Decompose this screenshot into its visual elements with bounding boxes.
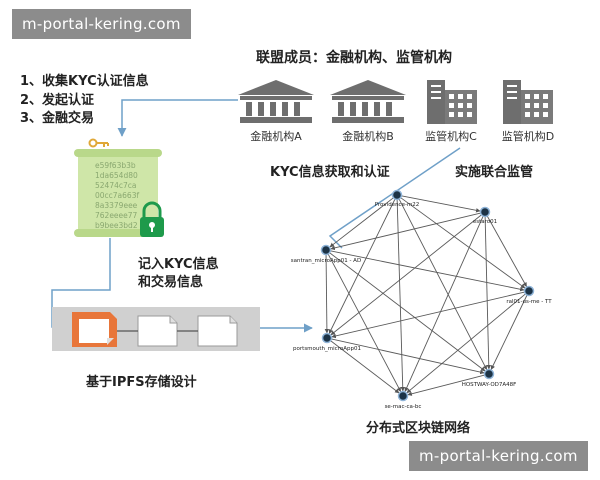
watermark-bottom: m-portal-kering.com (409, 441, 588, 471)
network-edge (330, 340, 400, 394)
network-edge (331, 338, 485, 375)
supervision-label: 实施联合监管 (455, 164, 533, 180)
scroll-hash-line: b9bee3bd2 (95, 221, 138, 230)
network-edge (398, 199, 488, 370)
node-label: HOSTWAY-OD7A48F (462, 382, 517, 388)
network-edge (400, 197, 526, 289)
network-edge (406, 293, 526, 394)
network-edge (329, 252, 486, 372)
node-dot (479, 206, 491, 218)
scroll-hash-line: 52474c7ca (95, 181, 136, 190)
node-label: estaro01 (473, 219, 497, 225)
network-node: HOSTWAY-OD7A48F (462, 368, 517, 388)
office-building-icon (427, 80, 477, 124)
network-node: ral01-us-me - TT (506, 285, 552, 305)
network-node: santran_microApp01 - AD (291, 244, 361, 264)
record-label: 记入KYC信息 (138, 256, 219, 272)
network-edges (324, 195, 528, 396)
office-building-icon (503, 80, 553, 124)
institution-label: 金融机构A (250, 129, 302, 143)
lock-icon (140, 201, 164, 237)
institution-regulator-d: 监管机构D (502, 80, 554, 143)
institution-label: 监管机构D (502, 129, 554, 143)
network-edge (327, 254, 402, 392)
scroll-hash-line: 762eeee77 (95, 211, 138, 220)
node-label: Providence-m22 (375, 202, 420, 208)
node-dot (523, 285, 535, 297)
node-dot (321, 332, 333, 344)
institution-bank-b: 金融机构B (330, 80, 406, 143)
network-node: estaro01 (473, 206, 497, 225)
record-label: 和交易信息 (138, 274, 203, 290)
institution-label: 金融机构B (342, 129, 394, 143)
network-label: 分布式区块链网络 (366, 420, 470, 436)
members-header: 联盟成员：金融机构、监管机构 (256, 49, 452, 66)
scroll-hash-line: e59f63b3b (95, 161, 136, 170)
storage-block (197, 315, 238, 347)
step-item: 2、发起认证 (20, 92, 94, 108)
node-label: santran_microApp01 - AD (291, 258, 361, 264)
scroll-hash-line: 1da654d80 (95, 171, 138, 180)
network-edge (328, 199, 396, 334)
network-edge (330, 250, 525, 292)
node-label: ral01-us-me - TT (506, 299, 552, 305)
network-edge (324, 254, 330, 334)
arrow-banks-to-scroll (117, 99, 238, 137)
kyc-obtain-label: KYC信息获取和认证 (270, 164, 390, 180)
storage-block (72, 312, 117, 347)
network-edge (484, 216, 492, 370)
network-edge (401, 195, 481, 213)
node-dot (397, 390, 409, 402)
node-label: se-mac-ca-bc (385, 404, 422, 410)
node-dot (320, 244, 332, 256)
network-edge (330, 212, 481, 251)
scroll-hash-line: 00cc7a663f (95, 191, 139, 200)
storage-block (137, 315, 178, 347)
institution-regulator-c: 监管机构C (425, 80, 477, 143)
key-icon (88, 138, 109, 148)
network-edge (490, 295, 528, 370)
network-node: portsmouth_microApp01 (293, 332, 361, 352)
scroll-hash-line: 8a3379eee (95, 201, 138, 210)
network-node: se-mac-ca-bc (385, 390, 422, 410)
step-item: 3、金融交易 (20, 110, 94, 126)
network-edge (329, 197, 394, 248)
network-edge (407, 374, 485, 396)
node-label: portsmouth_microApp01 (293, 346, 361, 352)
network-edge (487, 216, 527, 288)
network-nodes: Providence-m22 estaro01 santran_microApp01… (291, 189, 552, 410)
node-dot (483, 368, 495, 380)
network-edge (404, 216, 484, 392)
arrow-network-to-institutions (328, 147, 461, 249)
network-edge (330, 214, 482, 336)
ipfs-storage-strip (52, 307, 260, 351)
node-dot (391, 189, 403, 201)
watermark-top: m-portal-kering.com (12, 9, 191, 39)
network-edge (331, 291, 525, 339)
network-edge (396, 199, 405, 392)
bank-icon (238, 80, 314, 123)
institution-label: 监管机构C (425, 129, 477, 143)
network-node: Providence-m22 (375, 189, 420, 208)
institution-bank-a: 金融机构A (238, 80, 314, 143)
step-item: 1、收集KYC认证信息 (20, 73, 149, 89)
bank-icon (330, 80, 406, 123)
storage-label: 基于IPFS存储设计 (85, 374, 197, 390)
steps-list: 1、收集KYC认证信息 2、发起认证 3、金融交易 (20, 73, 149, 126)
